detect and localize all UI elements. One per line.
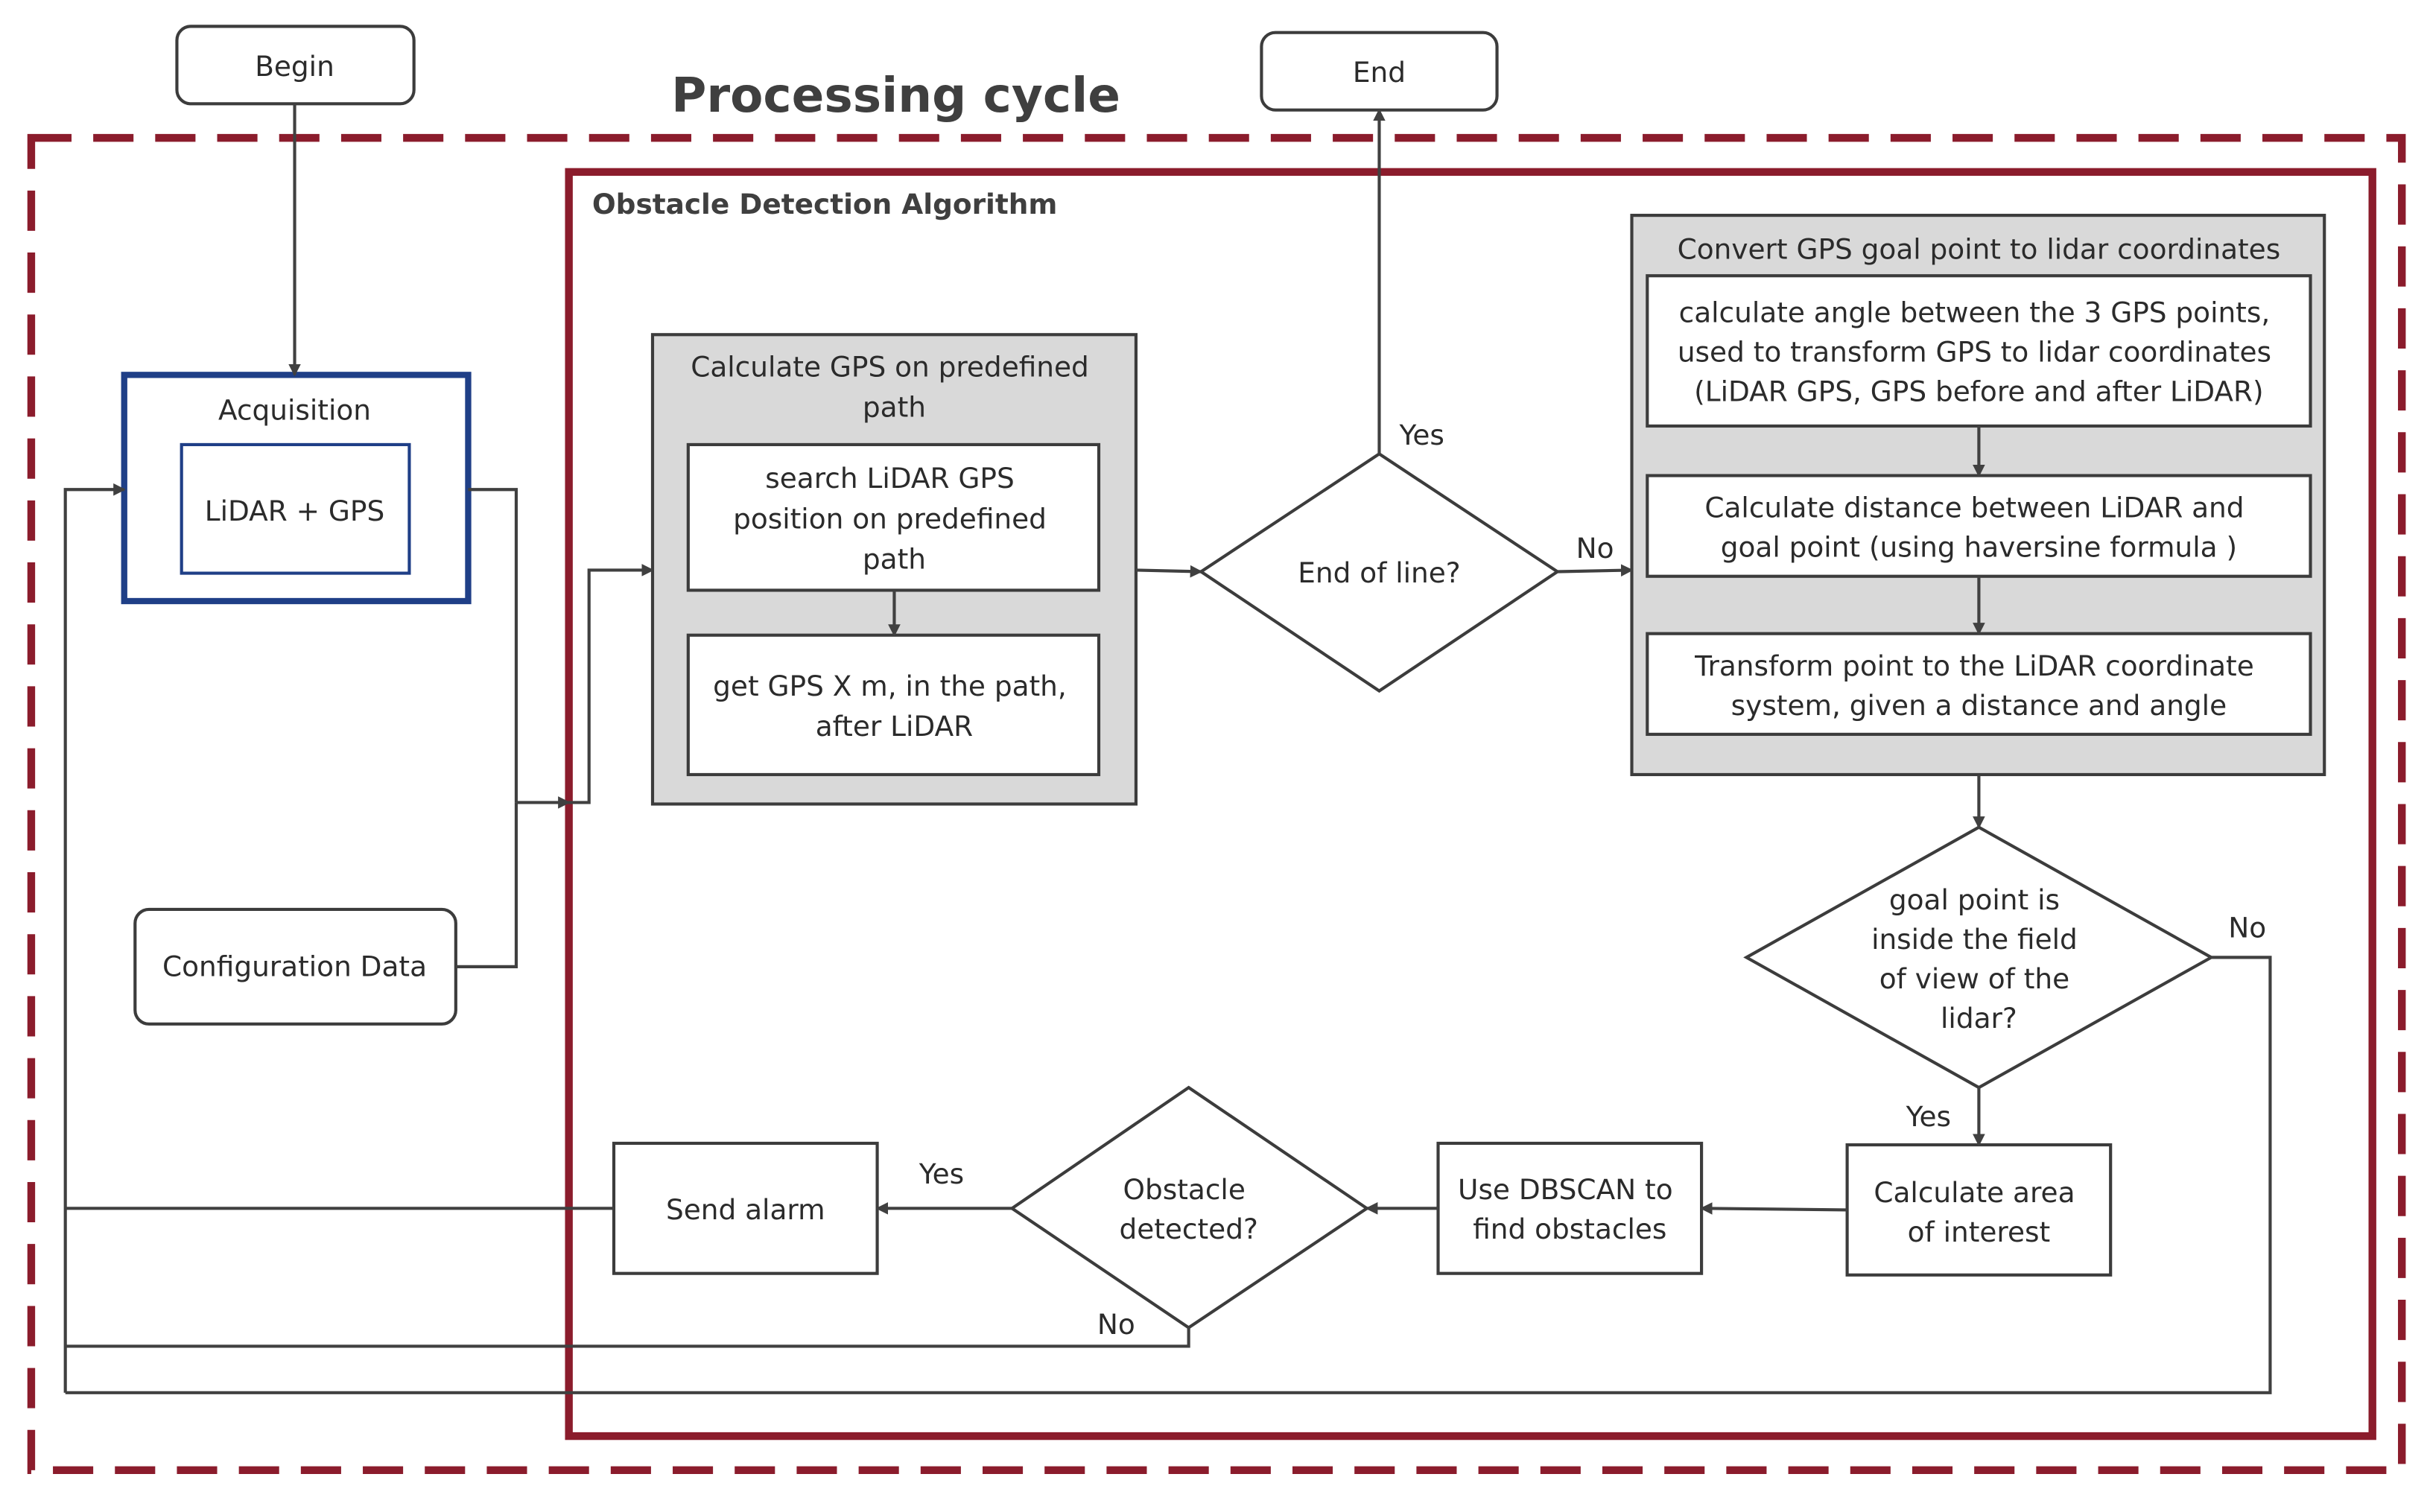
search-lidar-gps-label: search LiDAR GPS position on predefined …: [733, 462, 1056, 575]
begin-label: Begin: [255, 50, 334, 83]
configuration-output-line: [455, 802, 518, 968]
lidar-gps-label: LiDAR + GPS: [205, 495, 384, 527]
acquisition-output-line: [468, 488, 518, 803]
processing-cycle-title: Processing cycle: [671, 68, 1120, 124]
transform-point-box: [1646, 632, 2312, 736]
gps-to-end-of-line-arrow: [1135, 565, 1203, 578]
obstacle-detected-decision: [1009, 1085, 1370, 1330]
configuration-data-label: Configuration Data: [162, 950, 427, 982]
convert-gps-title: Convert GPS goal point to lidar coordina…: [1678, 232, 2281, 265]
area-of-interest-box: [1845, 1143, 2113, 1277]
end-of-line-label: End of line?: [1298, 556, 1460, 589]
dbscan-box: [1436, 1141, 1704, 1275]
field-of-view-label: goal point is inside the field of view o…: [1871, 883, 2087, 1035]
end-of-line-no-arrow: [1557, 564, 1634, 577]
search-lidar-gps-box: [686, 442, 1101, 592]
fov-yes-label: Yes: [1906, 1100, 1951, 1133]
fov-no-return-line: [65, 956, 2272, 1394]
area-to-dbscan-arrow: [1700, 1202, 1847, 1215]
area-of-interest-label: Calculate area of interest: [1874, 1176, 2084, 1248]
send-alarm-label: Send alarm: [666, 1193, 825, 1226]
obstacle-yes-label: Yes: [919, 1157, 964, 1190]
end-of-line-decision: [1198, 451, 1561, 693]
end-of-line-no-label: No: [1576, 532, 1614, 565]
obstacle-no-label: No: [1097, 1308, 1135, 1341]
calculate-distance-label: Calculate distance between LiDAR and goa…: [1704, 492, 2253, 564]
processing-cycle-frame: [27, 133, 2406, 1475]
obstacle-detected-label: Obstacle detected?: [1119, 1173, 1257, 1245]
calculate-angle-label: calculate angle between the 3 GPS points…: [1678, 296, 2280, 408]
send-alarm-box: [612, 1141, 879, 1275]
lidar-gps-box: [180, 442, 411, 575]
obstacle-no-return-line: [65, 1327, 1190, 1348]
get-gps-label: get GPS X m, in the path, after LiDAR: [713, 670, 1076, 743]
end-of-line-yes-label: Yes: [1399, 419, 1444, 451]
calculate-angle-box: [1646, 274, 2312, 428]
fov-no-label: No: [2228, 911, 2266, 944]
calculate-gps-title: Calculate GPS on predefined path: [691, 350, 1097, 423]
algorithm-title: Obstacle Detection Algorithm: [592, 188, 1058, 220]
get-gps-box: [686, 633, 1101, 777]
acquisition-label: Acquisition: [218, 394, 371, 427]
end-label: End: [1353, 56, 1406, 89]
transform-point-label: Transform point to the LiDAR coordinate …: [1694, 649, 2263, 722]
algorithm-to-gps-arrow: [568, 564, 655, 804]
field-of-view-decision: [1743, 825, 2215, 1090]
dbscan-label: Use DBSCAN to find obstacles: [1458, 1173, 1681, 1245]
loop-back-to-acquisition-arrow: [63, 483, 126, 1393]
